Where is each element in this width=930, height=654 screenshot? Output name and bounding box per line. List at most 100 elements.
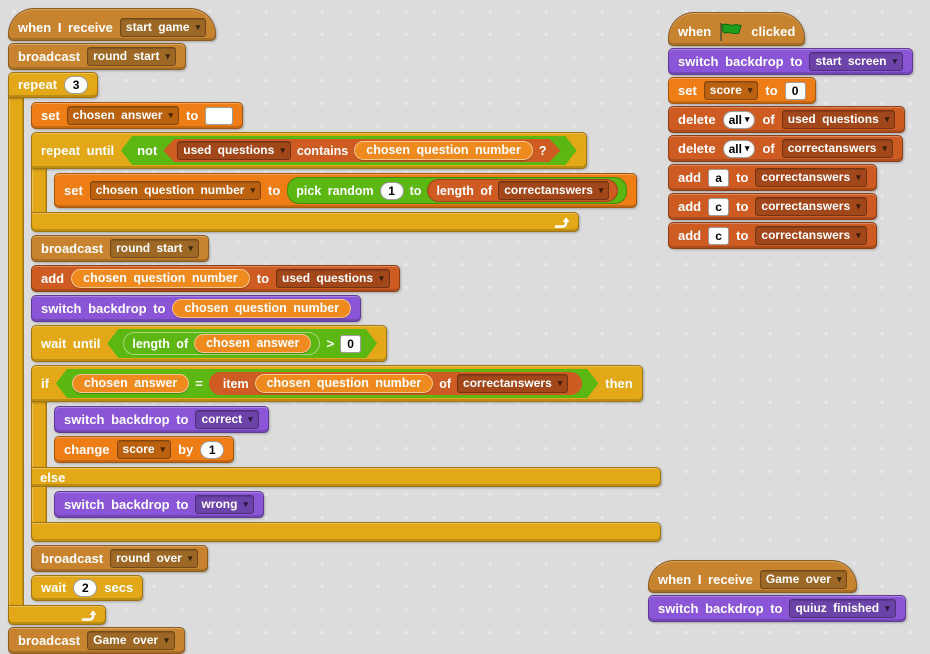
dropdown-value: chosen answer: [72, 108, 163, 122]
broadcast-menu-dropdown[interactable]: start game ▾: [119, 18, 207, 37]
variable-dropdown[interactable]: score ▾: [116, 440, 172, 459]
list-dropdown[interactable]: used questions ▾: [177, 141, 291, 160]
broadcast-block[interactable]: broadcast round start ▾: [31, 235, 210, 262]
repeat-until-header[interactable]: repeat until not used questions ▾ contai…: [31, 132, 587, 169]
pick-random-operator[interactable]: pick random 1 to length of correctanswer…: [287, 177, 628, 204]
not-operator[interactable]: not used questions ▾ contains chosen que…: [121, 136, 576, 165]
dropdown-arrow-icon: ▾: [243, 499, 248, 509]
repeat-count-input[interactable]: 3: [64, 76, 89, 94]
broadcast-menu-dropdown[interactable]: round start ▾: [87, 47, 177, 66]
broadcast-menu-dropdown[interactable]: Game over ▾: [87, 631, 175, 650]
equals-operator[interactable]: chosen answer = item chosen question num…: [56, 369, 598, 398]
list-dropdown[interactable]: used questions ▾: [781, 110, 896, 129]
variable-reporter[interactable]: chosen question number: [172, 299, 352, 318]
dropdown-value: start screen: [815, 54, 887, 68]
value-input[interactable]: [205, 106, 234, 125]
list-dropdown[interactable]: correctanswers ▾: [755, 197, 867, 216]
repeat-until-footer[interactable]: [31, 212, 579, 232]
green-flag-icon: [718, 22, 744, 42]
variable-reporter[interactable]: chosen answer: [72, 374, 189, 393]
set-variable-block[interactable]: set chosen answer ▾ to: [31, 102, 244, 129]
block-label: to: [736, 198, 749, 214]
delete-index-dropdown[interactable]: all ▾: [722, 110, 756, 129]
repeat-until-arm[interactable]: [31, 169, 47, 212]
add-to-list-block[interactable]: add a to correctanswers ▾: [668, 164, 877, 191]
switch-backdrop-block[interactable]: switch backdrop to correct ▾: [54, 406, 269, 433]
dropdown-value: correct: [201, 412, 243, 426]
operator-label: to: [409, 183, 422, 198]
repeat-block-arm[interactable]: [8, 98, 24, 605]
list-dropdown[interactable]: correctanswers ▾: [457, 374, 568, 393]
if-arm[interactable]: [31, 402, 47, 467]
broadcast-menu-dropdown[interactable]: round start ▾: [110, 239, 200, 258]
list-dropdown[interactable]: correctanswers ▾: [755, 168, 867, 187]
else-arm[interactable]: [31, 487, 47, 522]
variable-reporter[interactable]: chosen answer: [194, 334, 311, 353]
set-variable-block[interactable]: set chosen question number ▾ to pick ran…: [54, 173, 638, 208]
variable-dropdown[interactable]: chosen answer ▾: [66, 106, 180, 125]
when-i-receive-hat-block[interactable]: when I receive start game ▾: [8, 8, 217, 41]
add-to-list-block[interactable]: add chosen question number to used quest…: [31, 265, 400, 292]
dropdown-arrow-icon: ▾: [280, 145, 285, 155]
broadcast-block[interactable]: broadcast Game over ▾: [8, 627, 185, 654]
block-label: set: [678, 82, 697, 98]
wait-seconds-block[interactable]: wait 2 secs: [31, 575, 144, 601]
switch-backdrop-block[interactable]: switch backdrop to start screen ▾: [668, 48, 914, 75]
switch-backdrop-block[interactable]: switch backdrop to chosen question numbe…: [31, 295, 362, 322]
variable-dropdown[interactable]: chosen question number ▾: [89, 181, 262, 200]
value-input[interactable]: 1: [200, 440, 225, 459]
delete-of-list-block[interactable]: delete all ▾ of correctanswers ▾: [668, 135, 903, 162]
list-dropdown[interactable]: correctanswers ▾: [498, 181, 610, 200]
delete-index-dropdown[interactable]: all ▾: [722, 139, 756, 158]
variable-reporter[interactable]: chosen question number: [255, 374, 434, 393]
repeat-block-header[interactable]: repeat 3: [8, 72, 99, 98]
variable-reporter[interactable]: chosen question number: [71, 269, 250, 288]
list-dropdown[interactable]: correctanswers ▾: [781, 139, 893, 158]
variable-dropdown[interactable]: score ▾: [703, 81, 759, 100]
value-input[interactable]: c: [708, 197, 730, 216]
random-min-input[interactable]: 1: [379, 181, 404, 200]
add-to-list-block[interactable]: add c to correctanswers ▾: [668, 222, 877, 249]
dropdown-value: wrong: [201, 497, 238, 511]
value-input[interactable]: c: [708, 226, 730, 245]
length-of-operator[interactable]: length of chosen answer: [123, 332, 320, 355]
value-input[interactable]: 0: [784, 81, 806, 100]
reporter-label: item: [222, 376, 249, 391]
length-of-list-reporter[interactable]: length of correctanswers ▾: [427, 179, 619, 202]
backdrop-dropdown[interactable]: quiuz finished ▾: [789, 599, 896, 618]
list-contains-operator[interactable]: used questions ▾ contains chosen questio…: [163, 139, 560, 162]
greater-than-operator[interactable]: length of chosen answer > 0: [107, 329, 377, 358]
broadcast-block[interactable]: broadcast round start ▾: [8, 43, 187, 70]
backdrop-dropdown[interactable]: start screen ▾: [809, 52, 904, 71]
switch-backdrop-block[interactable]: switch backdrop to wrong ▾: [54, 491, 264, 518]
list-dropdown[interactable]: used questions ▾: [276, 269, 390, 288]
block-label: add: [678, 227, 702, 243]
variable-reporter[interactable]: chosen question number: [354, 141, 533, 160]
when-i-receive-hat-block[interactable]: when I receive Game over ▾: [648, 560, 858, 593]
block-label: delete: [678, 111, 716, 127]
add-to-list-block[interactable]: add c to correctanswers ▾: [668, 193, 877, 220]
else-bar[interactable]: else: [31, 467, 661, 487]
value-input[interactable]: 0: [340, 335, 361, 353]
backdrop-dropdown[interactable]: wrong ▾: [195, 495, 254, 514]
value-input[interactable]: a: [708, 168, 730, 187]
broadcast-block[interactable]: broadcast round over ▾: [31, 545, 209, 572]
seconds-input[interactable]: 2: [73, 579, 98, 597]
wait-until-block[interactable]: wait until length of chosen answer > 0: [31, 325, 388, 362]
when-flag-clicked-hat-block[interactable]: when clicked: [668, 12, 806, 46]
switch-backdrop-block[interactable]: switch backdrop to quiuz finished ▾: [648, 595, 906, 622]
script-main: when I receive start game ▾ broadcast ro…: [8, 8, 661, 654]
change-variable-block[interactable]: change score ▾ by 1: [54, 436, 235, 463]
delete-of-list-block[interactable]: delete all ▾ of used questions ▾: [668, 106, 906, 133]
dropdown-value: Game over: [93, 633, 159, 647]
broadcast-menu-dropdown[interactable]: round over ▾: [110, 549, 199, 568]
repeat-footer[interactable]: [8, 605, 106, 625]
broadcast-menu-dropdown[interactable]: Game over ▾: [759, 570, 848, 589]
dropdown-arrow-icon: ▾: [884, 114, 890, 124]
list-dropdown[interactable]: correctanswers ▾: [755, 226, 867, 245]
if-header[interactable]: if chosen answer = item chosen question …: [31, 365, 643, 402]
backdrop-dropdown[interactable]: correct ▾: [195, 410, 259, 429]
set-variable-block[interactable]: set score ▾ to 0: [668, 77, 816, 104]
if-footer[interactable]: [31, 522, 661, 542]
item-of-list-reporter[interactable]: item chosen question number of correctan…: [209, 372, 582, 395]
